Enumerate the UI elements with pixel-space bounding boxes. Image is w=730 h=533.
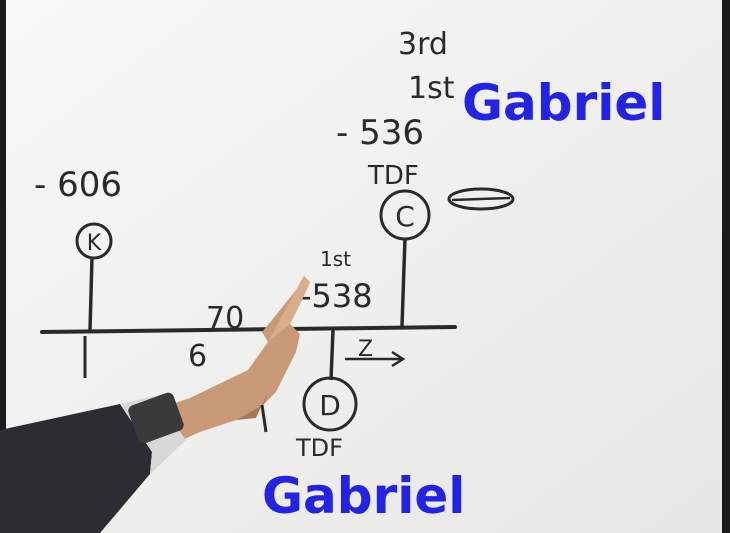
middle-node-circle [302, 376, 358, 432]
presenter-hand [0, 276, 310, 533]
right-arrow [345, 350, 406, 368]
middle-node-stem [329, 329, 335, 381]
right-node-rank-b: 1st [408, 71, 455, 106]
right-node-stem [400, 237, 407, 327]
right-node-circle [379, 189, 431, 241]
middle-partial-a: 70 [206, 301, 244, 336]
arrow-label: Z [358, 337, 373, 362]
left-node-circle [75, 222, 113, 260]
horizontal-line [40, 325, 457, 334]
middle-node-rank: 1st [320, 247, 351, 271]
middle-node-value: -538 [300, 277, 373, 315]
right-node-label: TDF [367, 161, 419, 191]
left-node-value: - 606 [34, 165, 122, 205]
middle-node-label: TDF [295, 434, 343, 462]
left-node-stem [88, 257, 94, 331]
right-node-rank-a: 3rd [398, 27, 448, 62]
middle-node-letter: D [319, 389, 341, 422]
caption-top-right: Gabriel [462, 74, 665, 132]
middle-partial-b: 6 [188, 339, 207, 374]
caption-bottom: Gabriel [262, 467, 465, 525]
right-node-value: - 536 [336, 113, 424, 153]
lips-doodle [447, 187, 515, 211]
right-node-letter: C [395, 200, 415, 233]
left-node-letter: K [87, 231, 102, 256]
